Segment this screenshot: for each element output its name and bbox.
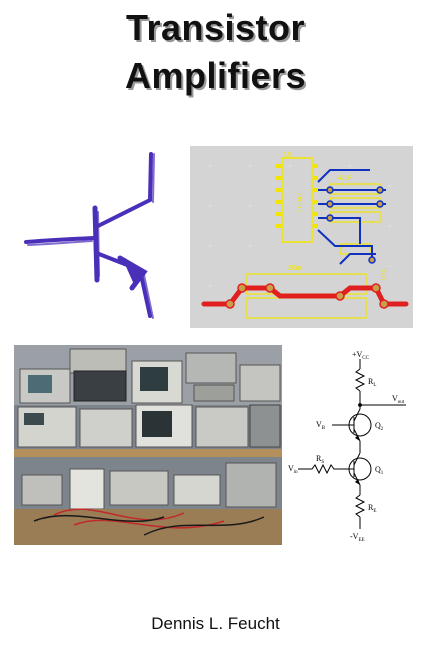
svg-text:Vout: Vout — [392, 394, 405, 405]
pcb-u-label: U1 — [284, 152, 293, 159]
rl-label: R — [368, 377, 374, 386]
svg-text:RE: RE — [368, 503, 376, 514]
rs-label: R — [316, 454, 322, 463]
vee-sub: EE — [358, 538, 364, 543]
vcc-sub: CC — [362, 356, 369, 361]
q2-label: Q — [375, 421, 381, 430]
svg-text:Q2: Q2 — [375, 421, 384, 432]
transistor-sketch-drawing — [24, 152, 155, 319]
vcc-label: +V — [352, 350, 363, 359]
q2-sub: 2 — [381, 427, 384, 432]
svg-text:Q1: Q1 — [375, 465, 384, 476]
title-line-1: Transistor — [125, 7, 306, 48]
rl-sub: L — [373, 383, 376, 388]
q1-label: Q — [375, 465, 381, 474]
vb-sub: B — [322, 426, 326, 431]
vin-sub: in — [294, 470, 298, 475]
rs-sub: S — [321, 460, 324, 465]
cascode-schematic: +VCC RL Vout VB Q2 RS Vin Q1 RE -VEE — [288, 345, 420, 547]
svg-text:Vin: Vin — [288, 464, 298, 475]
svg-text:-VEE: -VEE — [350, 532, 365, 543]
pcb-layout: U1 LF347 47pF R16 20m — [190, 146, 413, 328]
vee-label: -V — [350, 532, 359, 541]
pcb-chip-label: LF347 — [297, 192, 304, 212]
pcb-cap-label: 47pF — [338, 176, 352, 182]
pcb-conn-label: R16 — [382, 268, 388, 280]
q1-sub: 1 — [381, 471, 384, 476]
re-label: R — [368, 503, 374, 512]
transistor-sketch — [22, 150, 159, 322]
vin-label: V — [288, 464, 294, 473]
title-line-2: Amplifiers — [124, 55, 307, 96]
svg-text:VB: VB — [316, 420, 326, 431]
vout-sub: out — [398, 400, 405, 405]
svg-text:RS: RS — [316, 454, 324, 465]
lab-bench-photo — [14, 345, 282, 545]
schematic-drawing: +VCC RL Vout VB Q2 RS Vin Q1 RE -VEE — [288, 350, 406, 543]
author-name: Dennis L. Feucht — [151, 614, 280, 633]
vb-label: V — [316, 420, 322, 429]
lab-bench-illustration — [14, 345, 282, 545]
svg-text:+VCC: +VCC — [352, 350, 370, 361]
vout-label: V — [392, 394, 398, 403]
re-sub: E — [373, 509, 376, 514]
pcb-resistor-label: 20m — [288, 265, 302, 272]
pcb-layout-drawing: U1 LF347 47pF R16 20m — [190, 146, 413, 328]
svg-text:RL: RL — [368, 377, 376, 388]
